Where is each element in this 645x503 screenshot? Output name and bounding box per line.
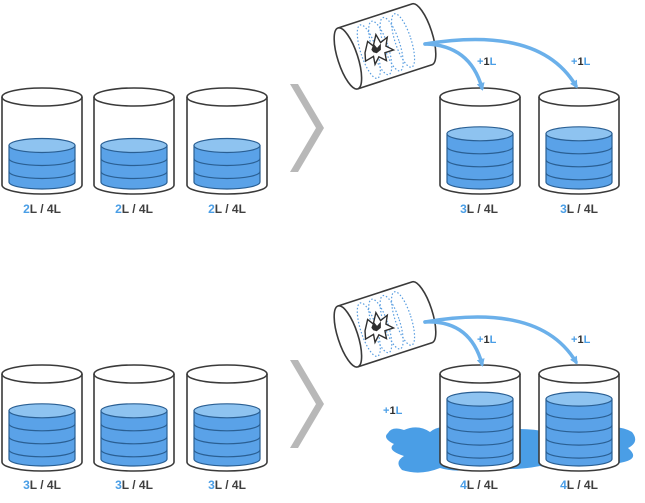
- water-icon: [8, 403, 76, 467]
- container-icon: [439, 364, 521, 472]
- container-icon: [186, 87, 268, 195]
- pour-amount-label: +1L: [477, 334, 497, 346]
- pour-amount-label: +1L: [571, 56, 591, 68]
- water-icon: [193, 403, 261, 467]
- chevron-right-icon: [290, 84, 324, 172]
- container-icon: [538, 364, 620, 472]
- container-icon: [1, 364, 83, 472]
- water-icon: [446, 126, 514, 190]
- container-icon: [439, 87, 521, 195]
- capacity-label: 2L / 4L: [208, 202, 246, 216]
- capacity-label: 3L / 4L: [560, 202, 598, 216]
- capacity-label: 4L / 4L: [560, 478, 598, 492]
- pouring-container-icon: [333, 280, 437, 368]
- capacity-label: 3L / 4L: [23, 478, 61, 492]
- capacity-label: 2L / 4L: [23, 202, 61, 216]
- water-icon: [545, 126, 613, 190]
- container-icon: [1, 87, 83, 195]
- pour-arrow-icon: [423, 37, 578, 89]
- container-icon: [538, 87, 620, 195]
- pour-amount-label: +1L: [571, 334, 591, 346]
- capacity-label: 3L / 4L: [115, 478, 153, 492]
- pour-arrow-icon: [423, 42, 485, 91]
- water-icon: [100, 137, 168, 190]
- container-icon: [93, 87, 175, 195]
- pour-amount-label: +1L: [477, 56, 497, 68]
- capacity-label: 4L / 4L: [460, 478, 498, 492]
- pouring-container-icon: [333, 2, 437, 90]
- container-icon: [186, 364, 268, 472]
- pour-arrow-icon: [423, 315, 578, 365]
- water-icon: [193, 137, 261, 190]
- water-icon: [8, 137, 76, 190]
- capacity-label: 3L / 4L: [208, 478, 246, 492]
- chevron-right-icon: [290, 360, 324, 448]
- water-icon: [100, 403, 168, 467]
- container-icon: [93, 364, 175, 472]
- capacity-label: 2L / 4L: [115, 202, 153, 216]
- spill-amount-label: +1L: [383, 405, 403, 417]
- capacity-label: 3L / 4L: [460, 202, 498, 216]
- water-icon: [446, 391, 514, 467]
- water-icon: [545, 391, 613, 467]
